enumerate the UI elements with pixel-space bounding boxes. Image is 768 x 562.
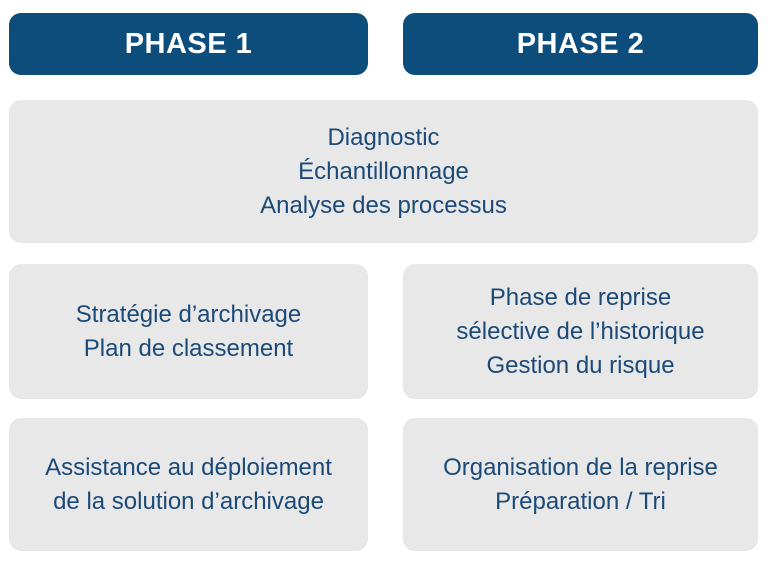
phase-2-header: PHASE 2 <box>403 13 758 75</box>
phase-2-box-reprise: Phase de reprise sélective de l’historiq… <box>403 264 758 399</box>
phase-1-box-strategy-line-2: Plan de classement <box>83 334 294 362</box>
shared-item-echantillonnage: Échantillonnage <box>298 157 469 185</box>
shared-item-diagnostic: Diagnostic <box>327 123 440 151</box>
phase-1-box-deployment-line-1: Assistance au déploiement <box>45 453 332 481</box>
phase-1-header-label: PHASE 1 <box>124 27 253 60</box>
shared-phase-box: Diagnostic Échantillonnage Analyse des p… <box>9 100 758 243</box>
phase-2-box-reprise-line-3: Gestion du risque <box>486 351 675 379</box>
phase-1-box-deployment-line-2: de la solution d’archivage <box>53 487 324 515</box>
phase-2-box-organisation-line-1: Organisation de la reprise <box>443 453 718 481</box>
phase-2-header-label: PHASE 2 <box>516 27 645 60</box>
phase-2-box-reprise-line-1: Phase de reprise <box>489 283 672 311</box>
phase-2-box-reprise-line-2: sélective de l’historique <box>456 317 705 345</box>
phase-2-box-organisation: Organisation de la reprise Préparation /… <box>403 418 758 551</box>
phase-2-box-organisation-line-2: Préparation / Tri <box>495 487 666 515</box>
shared-item-analyse: Analyse des processus <box>260 191 507 219</box>
phase-1-box-deployment: Assistance au déploiement de la solution… <box>9 418 368 551</box>
phase-1-box-strategy: Stratégie d’archivage Plan de classement <box>9 264 368 399</box>
phase-1-box-strategy-line-1: Stratégie d’archivage <box>75 300 302 328</box>
phase-1-header: PHASE 1 <box>9 13 368 75</box>
